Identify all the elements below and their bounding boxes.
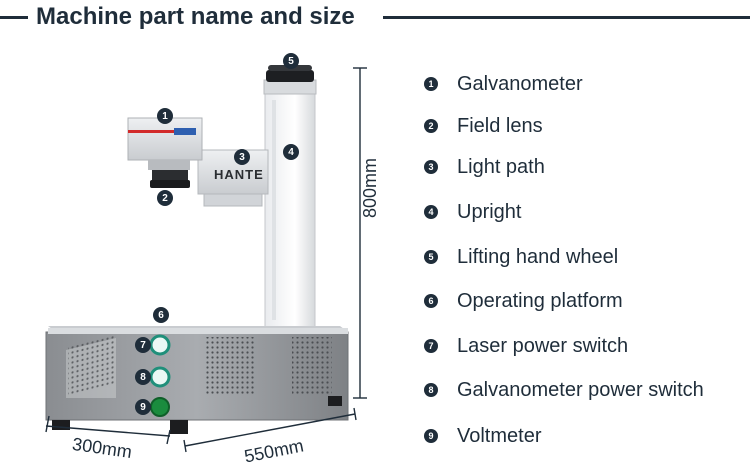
legend-label: Laser power switch [457, 334, 629, 357]
legend-label: Light path [457, 155, 545, 178]
marker-2: 2 [157, 190, 173, 206]
legend-label: Lifting hand wheel [457, 245, 619, 268]
section-header: Machine part name and size [0, 0, 750, 36]
marker-4: 4 [283, 144, 299, 160]
legend-label: Operating platform [457, 289, 623, 312]
brand-label: HANTE [214, 167, 264, 182]
height-dimension: 800mm [360, 157, 380, 218]
operating-platform [45, 326, 349, 434]
legend-number: 2 [424, 119, 438, 133]
marker-9: 9 [135, 399, 151, 415]
light-path-arm: HANTE [197, 149, 269, 207]
control-buttons [149, 334, 171, 417]
marker-7: 7 [135, 337, 151, 353]
legend-number: 1 [424, 77, 438, 91]
legend-number: 4 [424, 205, 438, 219]
marker-1: 1 [157, 108, 173, 124]
legend-number: 3 [424, 160, 438, 174]
marker-5: 5 [283, 53, 299, 69]
legend-item-upright: 4 Upright [424, 198, 521, 226]
legend-item-laser-power-switch: 7 Laser power switch [424, 332, 628, 360]
legend-item-light-path: 3 Light path [424, 153, 545, 181]
dimension-lines [45, 67, 367, 453]
legend-label: Field lens [457, 114, 543, 137]
legend-item-lifting-hand-wheel: 5 Lifting hand wheel [424, 243, 618, 271]
header-rule-left [0, 16, 28, 19]
legend-label: Voltmeter [457, 424, 542, 447]
legend-label: Galvanometer [457, 72, 583, 95]
legend-number: 6 [424, 294, 438, 308]
legend-number: 9 [424, 429, 438, 443]
field-lens [150, 170, 190, 188]
legend-number: 8 [424, 383, 438, 397]
marker-3: 3 [234, 149, 250, 165]
legend-item-galvanometer: 1 Galvanometer [424, 70, 583, 98]
legend-item-galvanometer-power-switch: 8 Galvanometer power switch [424, 376, 704, 404]
legend-number: 5 [424, 250, 438, 264]
column-upright [263, 79, 317, 329]
section-title: Machine part name and size [36, 3, 355, 30]
legend-label: Upright [457, 200, 522, 223]
legend-item-voltmeter: 9 Voltmeter [424, 422, 541, 450]
header-rule-right [383, 16, 750, 19]
legend-label: Galvanometer power switch [457, 378, 704, 401]
legend-item-field-lens: 2 Field lens [424, 112, 543, 140]
legend-item-operating-platform: 6 Operating platform [424, 287, 623, 315]
legend-number: 7 [424, 339, 438, 353]
marker-6: 6 [153, 307, 169, 323]
marker-8: 8 [135, 369, 151, 385]
galvanometer-head [127, 117, 203, 170]
